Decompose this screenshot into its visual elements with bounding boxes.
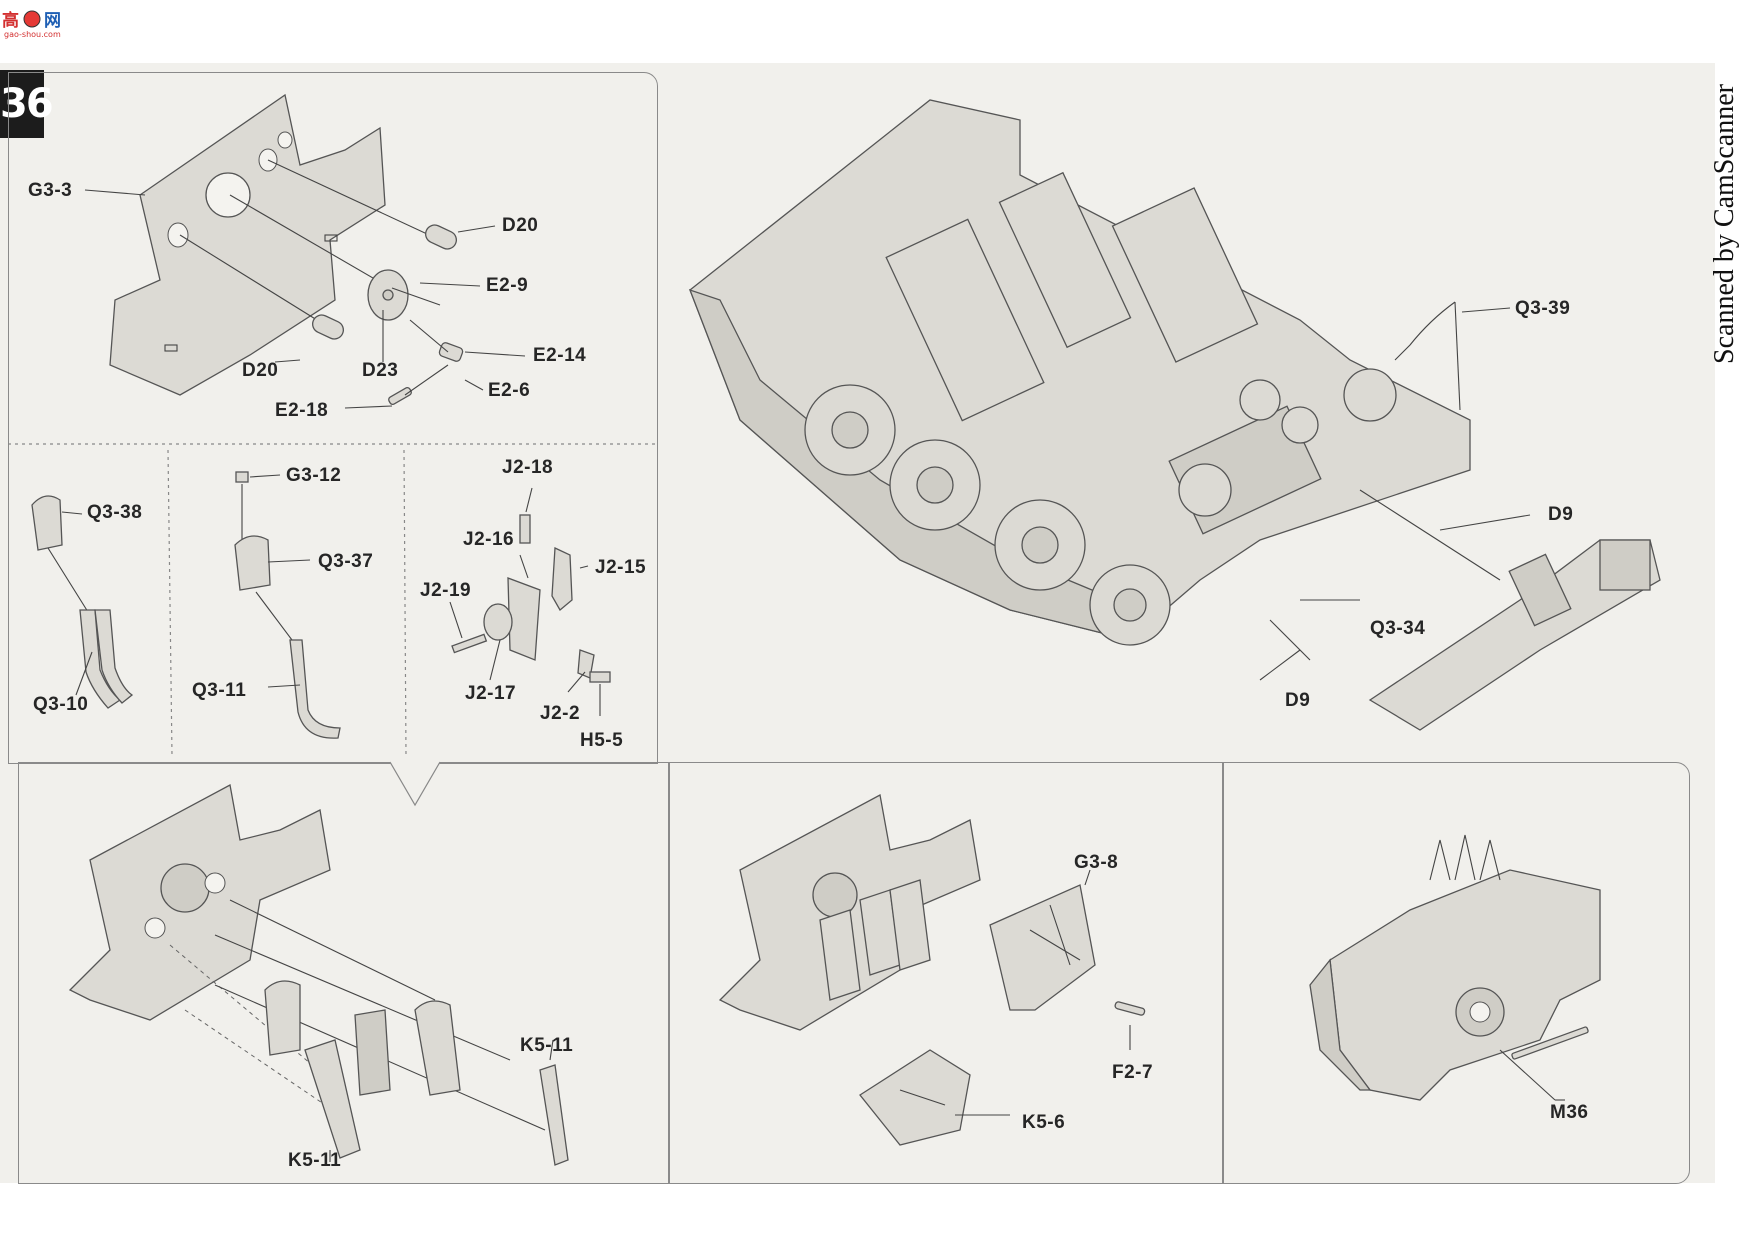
label-m36: M36	[1550, 1102, 1589, 1123]
part-d20	[312, 224, 457, 340]
label-q3-38: Q3-38	[87, 502, 143, 523]
label-k5-6: K5-6	[1022, 1112, 1066, 1133]
label-j2-15: J2-15	[595, 557, 647, 578]
panel-top-left	[8, 72, 658, 764]
site-logo: 高 网 gao-shou.com	[0, 6, 72, 40]
camscanner-watermark: Scanned by CamScanner	[1707, 64, 1743, 384]
label-e2-14: E2-14	[533, 345, 587, 366]
label-j2-16: J2-16	[463, 529, 515, 550]
svg-text:高: 高	[2, 10, 19, 31]
rear-plate-assembly-bottom-right	[1309, 834, 1601, 1101]
label-j2-18: J2-18	[502, 457, 554, 478]
label-e2-9: E2-9	[486, 275, 529, 296]
part-q3-11	[289, 639, 341, 739]
part-q3-37	[234, 535, 271, 591]
label-g3-3: G3-3	[28, 180, 73, 201]
label-d20: D20	[502, 215, 539, 236]
part-e2-9-hatch	[367, 269, 441, 321]
label-e2-18: E2-18	[275, 400, 329, 421]
panel-bottom-left	[18, 762, 670, 1184]
svg-text:网: 网	[44, 11, 61, 31]
part-j2-16	[507, 577, 541, 661]
part-j2-17	[483, 603, 513, 641]
label-d20: D20	[242, 360, 279, 381]
label-h5-5: H5-5	[580, 730, 624, 751]
label-d9: D9	[1285, 690, 1311, 711]
label-q3-37: Q3-37	[318, 551, 374, 572]
separator-line	[403, 449, 407, 757]
part-e2-14	[409, 319, 464, 362]
label-d9: D9	[1548, 504, 1574, 525]
watermark-text: Scanned by CamScanner	[1709, 84, 1740, 364]
label-j2-2: J2-2	[540, 703, 581, 724]
label-q3-39: Q3-39	[1515, 298, 1571, 319]
rear-plate-assembly-bottom-middle	[718, 794, 1146, 1146]
label-d23: D23	[362, 360, 399, 381]
part-q3-38	[31, 495, 63, 551]
rear-plate-assembly-bottom-left	[68, 784, 569, 1166]
part-e2-18	[388, 364, 449, 406]
label-g3-12: G3-12	[286, 465, 342, 486]
rear-plate-assembly-right	[1368, 539, 1661, 731]
label-q3-34: Q3-34	[1370, 618, 1426, 639]
label-k5-11: K5-11	[288, 1150, 342, 1171]
part-j2-18	[519, 514, 531, 544]
svg-text:gao-shou.com: gao-shou.com	[4, 30, 61, 39]
label-q3-11: Q3-11	[192, 680, 247, 701]
callout-pointer	[389, 761, 441, 807]
part-q3-10	[79, 609, 134, 709]
hull-drawing	[688, 99, 1531, 681]
label-q3-10: Q3-10	[33, 694, 89, 715]
panel-bottom-right	[1222, 762, 1690, 1184]
label-e2-6: E2-6	[488, 380, 531, 401]
panel-bottom-middle	[668, 762, 1224, 1184]
part-j2-19	[451, 633, 488, 654]
part-j2-15	[551, 547, 573, 611]
label-g3-8: G3-8	[1074, 852, 1119, 873]
part-g3-12	[235, 471, 249, 483]
rear-plate-g3-3	[109, 93, 441, 396]
label-k5-11: K5-11	[520, 1035, 574, 1056]
label-f2-7: F2-7	[1112, 1062, 1154, 1083]
part-h5-5	[589, 671, 611, 683]
label-j2-19: J2-19	[420, 580, 472, 601]
label-j2-17: J2-17	[465, 683, 517, 704]
separator-line	[167, 449, 173, 757]
